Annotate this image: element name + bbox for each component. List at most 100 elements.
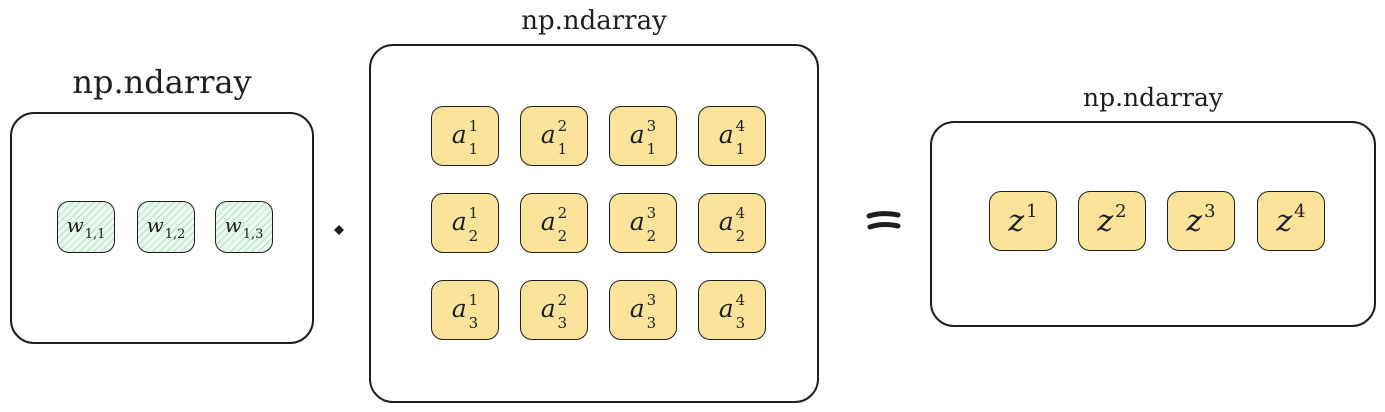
activation-subscript: 2 (735, 226, 746, 245)
output-superscript: 3 (1204, 201, 1216, 222)
activation-subscript: 1 (735, 139, 746, 158)
weight-symbol: w1,1 (67, 213, 106, 241)
activation-superscript: 4 (735, 203, 746, 222)
weight-cell: w1,1 (57, 201, 115, 253)
output-base: z (1186, 204, 1203, 239)
weight-base: w (66, 213, 84, 237)
weight-cell: w1,2 (137, 201, 195, 253)
activation-base: a (718, 207, 734, 237)
activation-subscript: 2 (646, 226, 657, 245)
activation-superscript: 1 (468, 203, 479, 222)
weight-base: w (146, 213, 164, 237)
activation-subscript: 3 (646, 313, 657, 332)
activation-subscript: 3 (735, 313, 746, 332)
output-superscript: 4 (1294, 201, 1306, 222)
activation-base: a (629, 294, 645, 324)
activation-subscript: 2 (557, 226, 568, 245)
dot-operator (333, 221, 345, 235)
activation-base: a (629, 207, 645, 237)
activation-superscript: 1 (468, 290, 479, 309)
activation-base: a (451, 120, 467, 150)
activation-base: a (451, 207, 467, 237)
activation-subscript: 1 (557, 139, 568, 158)
weight-base: w (224, 213, 242, 237)
activation-subscript: 1 (646, 139, 657, 158)
activation-subscript: 2 (468, 226, 479, 245)
activation-subscript: 3 (468, 313, 479, 332)
activation-superscript: 3 (646, 203, 657, 222)
weight-subscript: 1,3 (242, 227, 264, 242)
activation-superscript: 2 (557, 203, 568, 222)
activation-superscript: 3 (646, 116, 657, 135)
output-superscript: 2 (1115, 201, 1127, 222)
activation-superscript: 3 (646, 290, 657, 309)
activation-subscript: 1 (468, 139, 479, 158)
activation-base: a (540, 294, 556, 324)
weight-symbol: w1,2 (147, 213, 186, 241)
output-base: z (1276, 204, 1293, 239)
weight-subscript: 1,1 (84, 227, 106, 242)
activation-base: a (629, 120, 645, 150)
weight-symbol: w1,3 (225, 213, 264, 241)
equals-operator (866, 208, 902, 234)
weight-subscript: 1,2 (164, 227, 186, 242)
right-array-title: np.ndarray (1083, 83, 1223, 112)
activation-base: a (540, 120, 556, 150)
output-base: z (1097, 204, 1114, 239)
activation-base: a (718, 294, 734, 324)
activation-superscript: 2 (557, 116, 568, 135)
activation-base: a (540, 207, 556, 237)
weight-cell: w1,3 (215, 201, 273, 253)
left-array-title: np.ndarray (72, 63, 252, 101)
output-superscript: 1 (1026, 201, 1038, 222)
activation-superscript: 4 (735, 290, 746, 309)
activation-base: a (451, 294, 467, 324)
activation-superscript: 2 (557, 290, 568, 309)
activation-subscript: 3 (557, 313, 568, 332)
output-base: z (1008, 204, 1025, 239)
